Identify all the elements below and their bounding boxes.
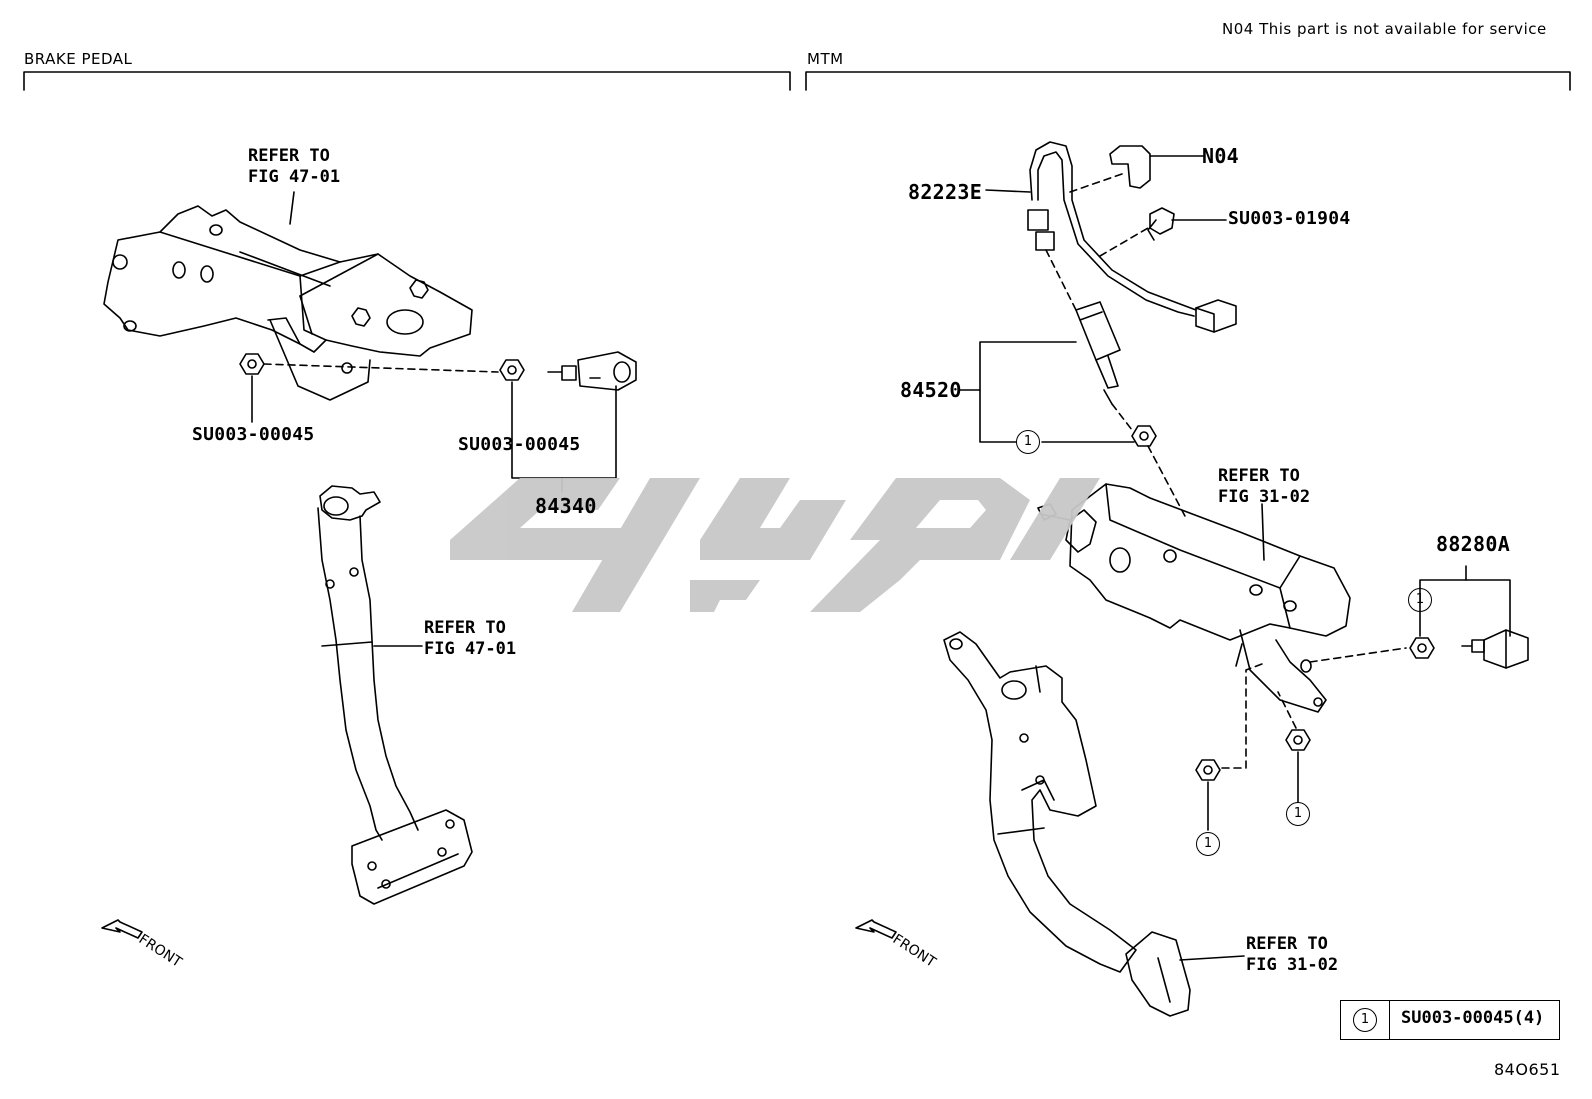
label-part-88280A: 88280A [1436,532,1511,556]
watermark-logo [450,478,1100,612]
leader-refer-31-bottom [1179,955,1245,961]
bracket-88280A [1419,579,1511,637]
label-part-N04: N04 [1202,144,1240,168]
label-part-84520: 84520 [900,378,962,402]
refer-fig-31-bottom: REFER TO FIG 31-02 [1246,934,1339,975]
legend-symbol: 1 [1353,1008,1377,1032]
switch-88280A [1461,629,1529,669]
nut-left [239,353,265,423]
brake-pedal-bracket [103,205,473,401]
clip-SU003-01904 [1147,207,1175,241]
clutch-switch-84520 [1075,301,1121,405]
nut-lower-left [1195,759,1221,831]
nut-84520 [1131,425,1157,447]
leader-82223E [985,189,1031,193]
brake-pedal-arm [317,485,419,841]
leader-refer-31-top [1261,503,1265,561]
refer-fig-47-top: REFER TO FIG 47-01 [248,146,341,187]
circle-ref-lower-left: 1 [1196,832,1220,856]
section-title-mtm: MTM [807,50,844,68]
front-arrow-left [101,919,143,939]
figure-id: 84O651 [1494,1060,1561,1079]
pedal-pad-left [351,809,473,905]
label-clip: SU003-01904 [1228,208,1351,229]
wire-harness-82223E [1027,141,1237,333]
circle-ref-84520: 1 [1016,430,1040,454]
refer-fig-47-mid: REFER TO FIG 47-01 [424,618,517,659]
legend-box: 1 SU003-00045(4) [1340,1000,1560,1040]
mtm-pedal-bracket [1037,483,1351,713]
bracket-84340 [511,381,617,479]
bracket-84520 [979,341,1077,443]
label-nut-center: SU003-00045 [458,434,581,455]
section-bracket-right [805,71,1571,91]
leader-refer-47-top [289,191,295,225]
section-title-brake-pedal: BRAKE PEDAL [24,50,133,68]
section-bracket-left [23,71,791,91]
circle-ref-lower-right: 1 [1286,802,1310,826]
nut-88280A [1409,637,1435,659]
refer-fig-31-top: REFER TO FIG 31-02 [1218,466,1311,507]
nut-lower-right [1285,729,1311,803]
label-part-82223E: 82223E [908,180,983,204]
legend-divider [1389,1001,1390,1039]
clutch-pedal-arm [943,631,1137,973]
cap-N04 [1109,145,1151,189]
service-note: N04 This part is not available for servi… [1222,20,1547,38]
stop-lamp-switch-84340 [547,351,637,391]
label-part-84340: 84340 [535,494,597,518]
label-nut-left: SU003-00045 [192,424,315,445]
legend-text: SU003-00045(4) [1401,1008,1545,1028]
pedal-pad-right [1125,931,1191,1017]
front-arrow-right [855,919,897,939]
nut-center [499,359,525,381]
circle-ref-88280A: 1 [1408,588,1432,612]
